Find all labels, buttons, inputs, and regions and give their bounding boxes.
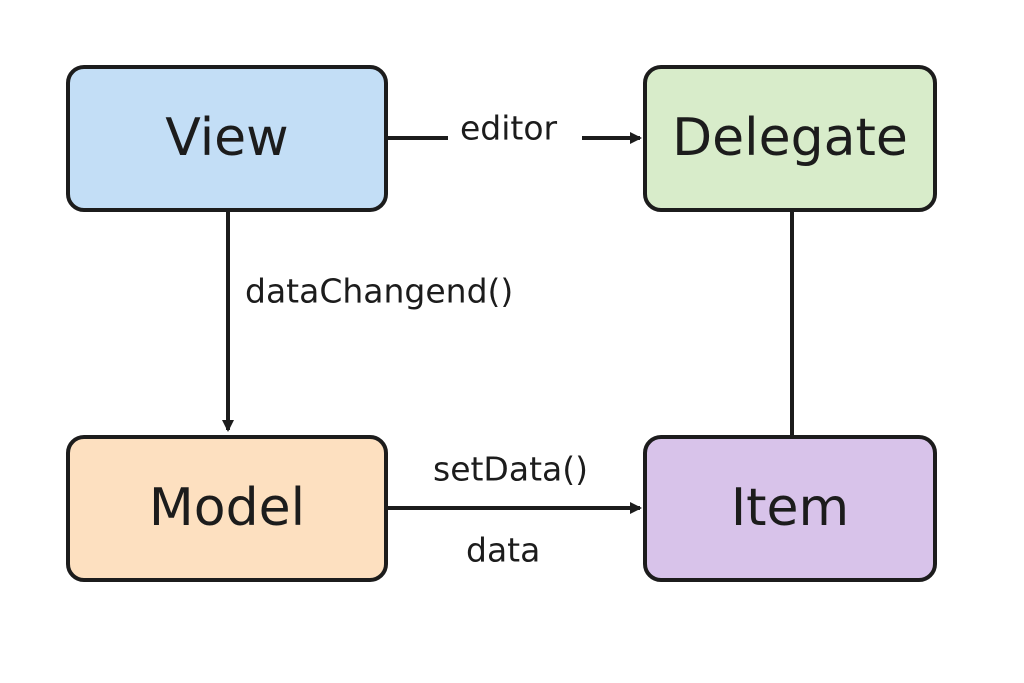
node-item-box (643, 435, 937, 582)
edge-view-to-model: dataChangend() (222, 211, 513, 432)
node-model-box (66, 435, 388, 582)
edge-model-to-item: setData() data (388, 450, 642, 570)
edge-label-setdata: setData() (433, 450, 588, 489)
edge-label-data: data (466, 531, 540, 570)
node-item: Item (643, 435, 937, 582)
node-view-box (66, 65, 388, 212)
node-model-label: Model (149, 478, 305, 538)
node-item-label: Item (731, 478, 849, 538)
node-view: View (66, 65, 388, 212)
edge-label-editor: editor (460, 109, 558, 148)
node-delegate: Delegate (643, 65, 937, 212)
node-view-label: View (165, 108, 288, 168)
edge-view-to-delegate: editor (388, 109, 642, 148)
edge-label-datachangend: dataChangend() (245, 272, 513, 311)
node-delegate-label: Delegate (672, 108, 908, 168)
node-delegate-box (643, 65, 937, 212)
node-model: Model (66, 435, 388, 582)
